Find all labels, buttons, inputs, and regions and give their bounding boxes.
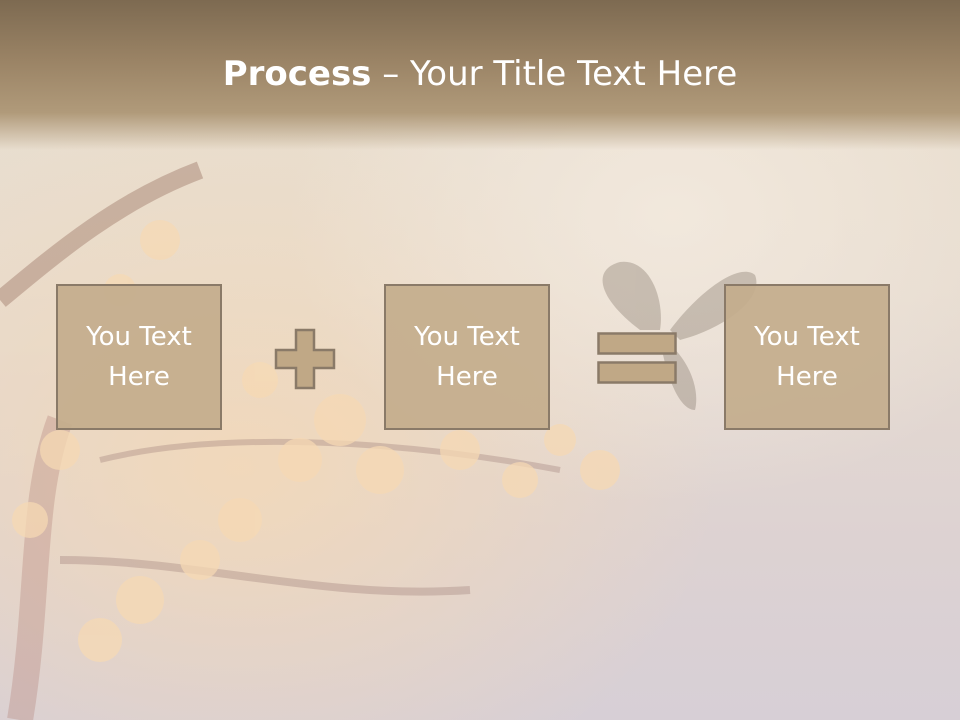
header-band <box>0 0 960 150</box>
text-box-2[interactable]: You Text Here <box>384 284 550 430</box>
text-box-3-label: You Text Here <box>754 322 860 392</box>
text-box-3[interactable]: You Text Here <box>724 284 890 430</box>
text-box-1-label: You Text Here <box>86 322 192 392</box>
text-box-2-label: You Text Here <box>414 322 520 392</box>
title-strong: Process <box>222 54 372 94</box>
title-rest: – Your Title Text Here <box>371 54 738 94</box>
equals-icon <box>597 332 677 384</box>
slide-title: Process – Your Title Text Here <box>0 52 960 96</box>
text-box-1[interactable]: You Text Here <box>56 284 222 430</box>
plus-icon <box>274 328 336 390</box>
